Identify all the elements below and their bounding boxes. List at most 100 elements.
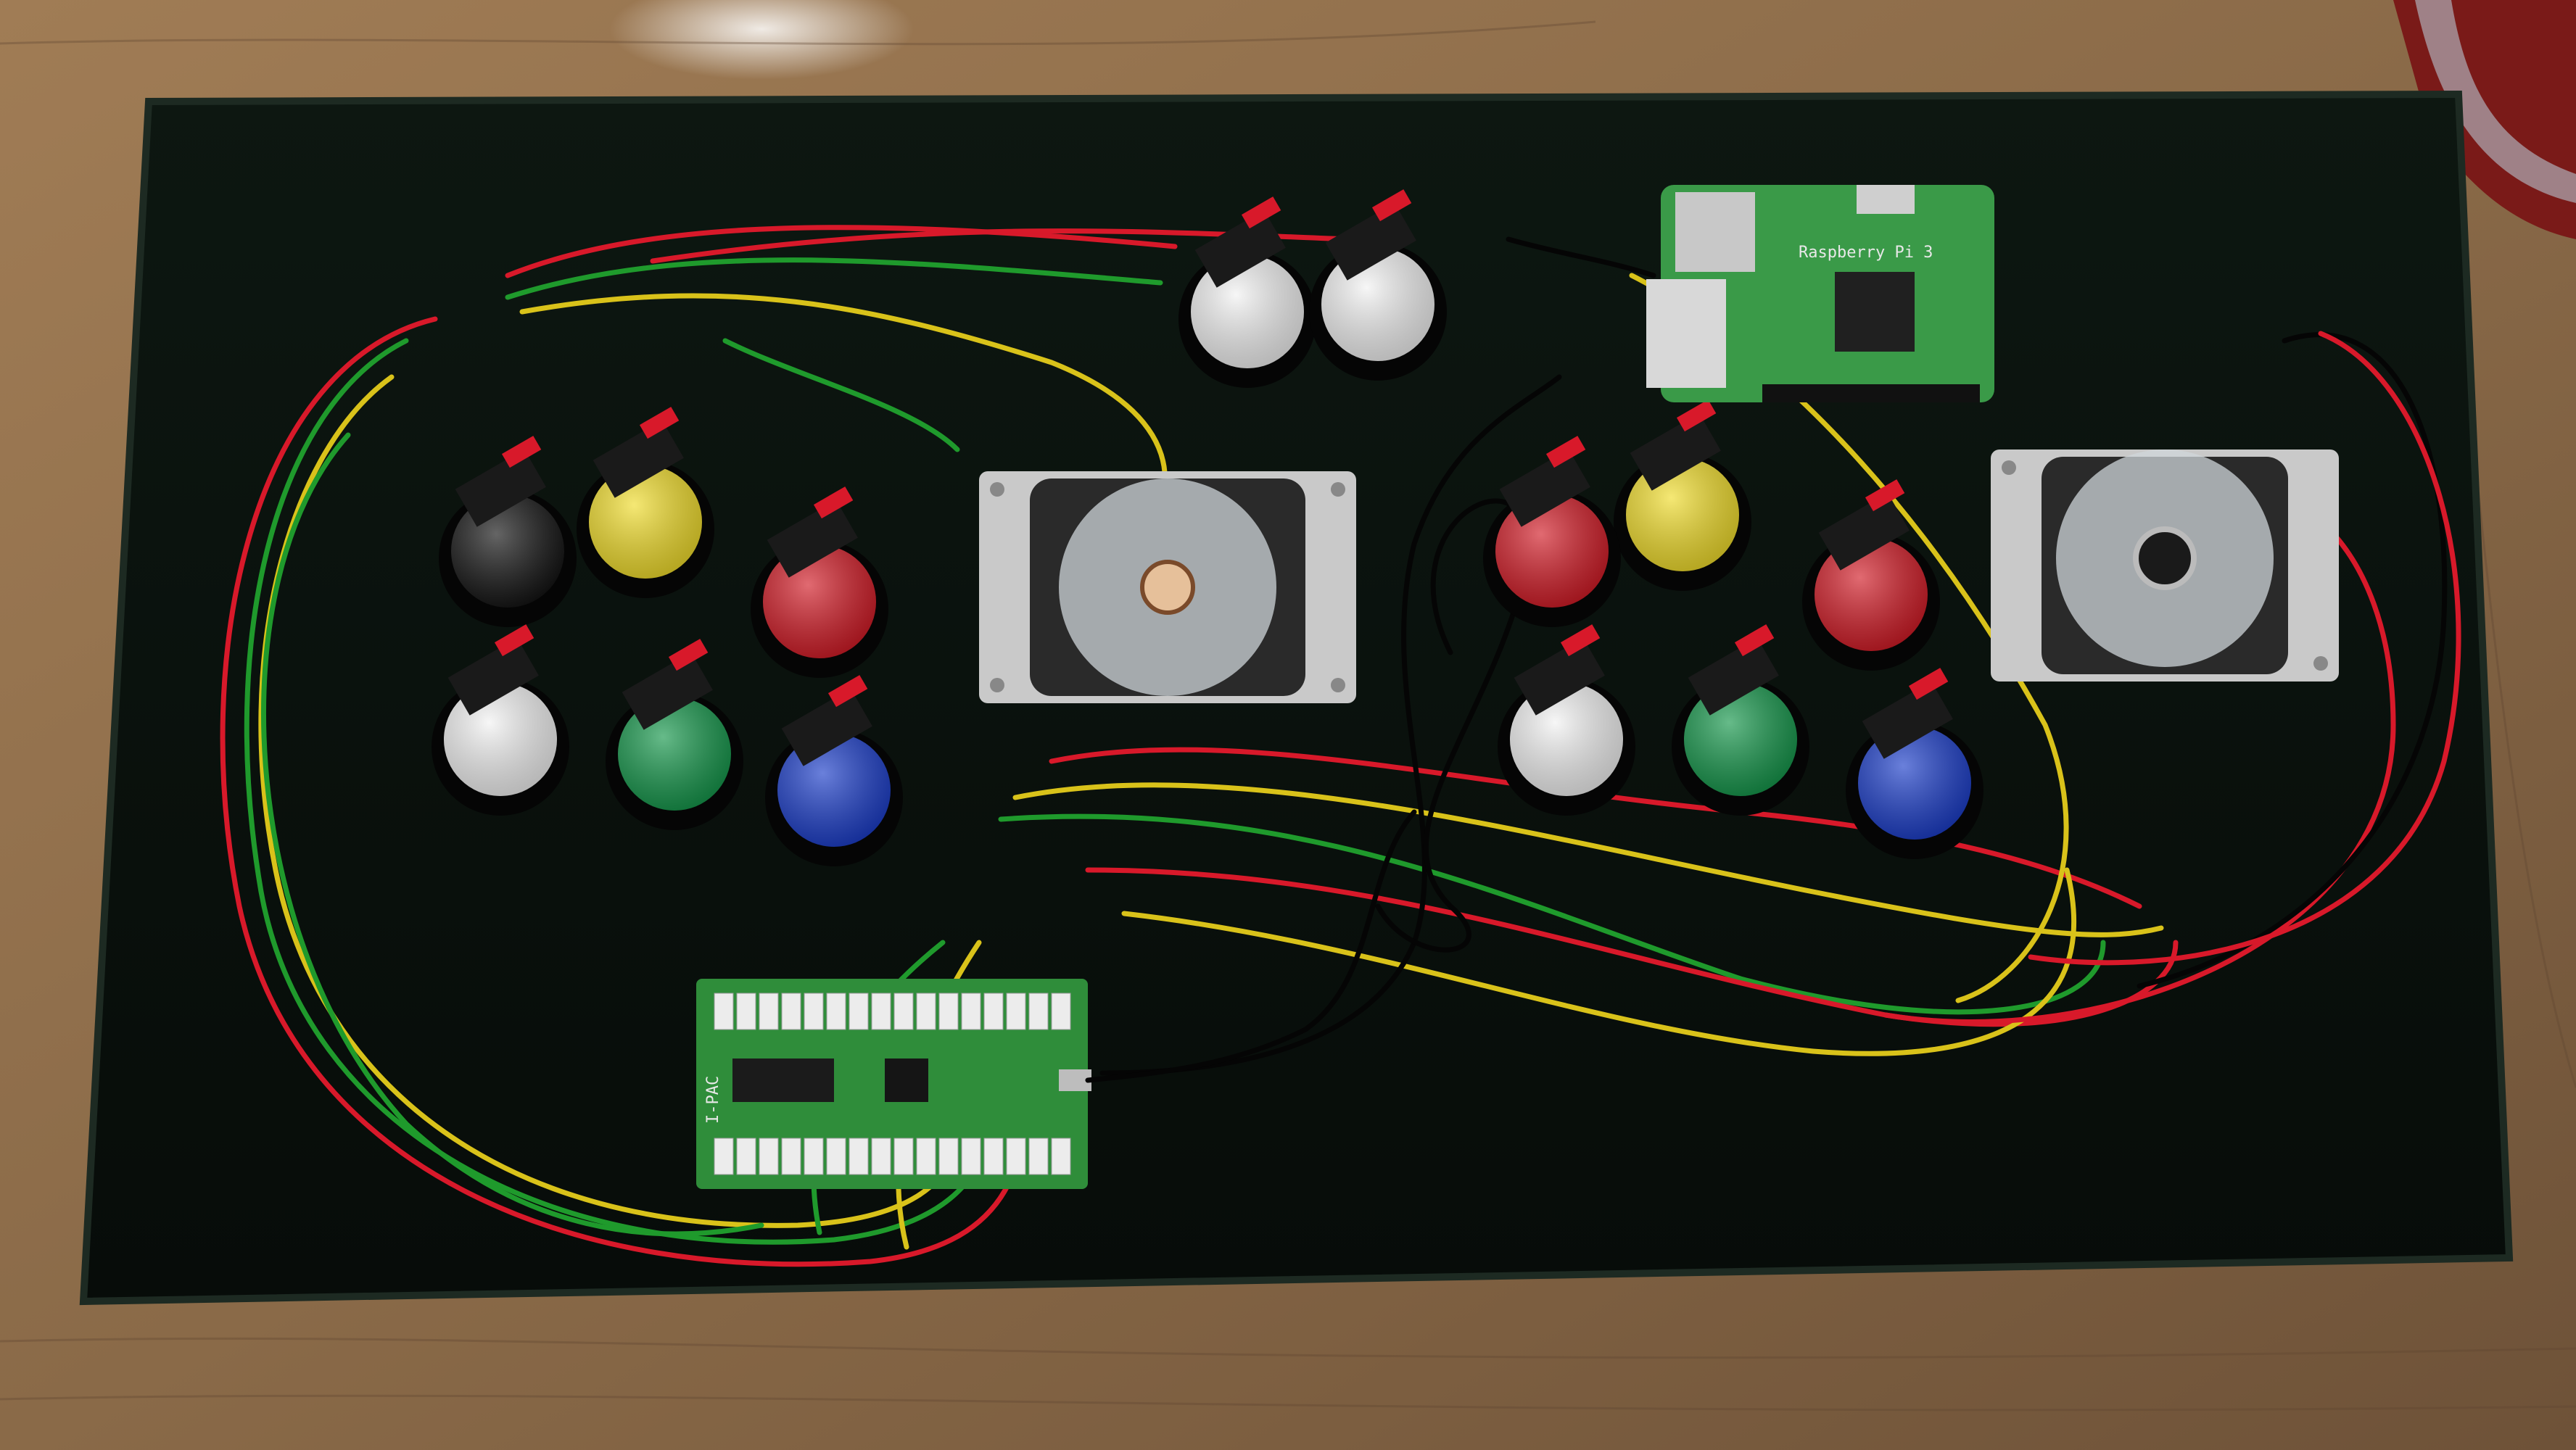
crimp-connector	[1676, 399, 1717, 432]
screw-terminal	[736, 1138, 756, 1175]
microswitch	[593, 420, 684, 498]
arcade-buttons	[432, 189, 1983, 866]
soc-chip	[1835, 272, 1915, 352]
screw-terminal	[759, 1138, 779, 1175]
screw-terminal	[938, 1138, 959, 1175]
screw-terminal	[849, 993, 869, 1030]
pi-label: Raspberry Pi 3	[1799, 244, 1933, 262]
crimp-connector	[1865, 479, 1905, 512]
microswitch	[1194, 210, 1286, 288]
arcade-button[interactable]	[606, 639, 743, 830]
arcade-button[interactable]	[439, 436, 577, 627]
microswitch	[767, 500, 858, 578]
screw-terminal	[871, 993, 891, 1030]
crimp-connector	[1734, 624, 1775, 657]
arcade-button[interactable]	[1498, 624, 1635, 816]
arcade-button[interactable]	[1846, 668, 1983, 859]
arcade-button[interactable]	[432, 624, 569, 816]
crimp-connector	[1241, 196, 1281, 229]
joystick-left[interactable]	[979, 471, 1356, 703]
joystick-shaft	[1140, 560, 1195, 615]
window-glare	[609, 0, 914, 80]
crimp-connector	[494, 624, 534, 657]
screw-terminal	[1028, 1138, 1049, 1175]
screw-icon	[2002, 460, 2016, 475]
joystick-shaft	[2133, 526, 2197, 590]
usb-cable	[1085, 809, 1417, 1083]
screw-terminal	[961, 993, 981, 1030]
screw-terminal	[804, 993, 824, 1030]
crimp-connector	[1545, 436, 1586, 468]
microswitch	[1499, 449, 1590, 527]
screw-terminal	[871, 1138, 891, 1175]
encoder-board: I-PAC	[696, 979, 1091, 1189]
screw-terminal	[893, 1138, 914, 1175]
arcade-button[interactable]	[1483, 436, 1621, 627]
arcade-button[interactable]	[1178, 196, 1316, 388]
ethernet-port	[1675, 192, 1755, 272]
screw-terminal	[849, 1138, 869, 1175]
screw-terminal	[961, 1138, 981, 1175]
crimp-connector	[1560, 624, 1601, 657]
screw-terminal	[983, 993, 1004, 1030]
encoder-chip	[885, 1058, 928, 1102]
arcade-button[interactable]	[765, 675, 903, 866]
screw-terminal	[759, 993, 779, 1030]
microswitch	[1514, 637, 1605, 716]
gpio-header	[1762, 384, 1980, 402]
arcade-button[interactable]	[577, 407, 714, 598]
terminal-block-bottom	[714, 1138, 1071, 1175]
screw-terminal	[916, 1138, 936, 1175]
screw-terminal	[916, 993, 936, 1030]
arcade-button[interactable]	[751, 486, 888, 678]
arcade-button[interactable]	[1309, 189, 1447, 381]
header-pins	[732, 1058, 834, 1102]
crimp-connector	[827, 675, 868, 708]
microswitch	[1688, 637, 1779, 716]
microswitch	[1630, 413, 1721, 491]
screw-terminal	[714, 993, 734, 1030]
raspberry-pi-board: Raspberry Pi 3	[1646, 185, 1994, 402]
screw-terminal	[1006, 1138, 1026, 1175]
screw-terminal	[938, 993, 959, 1030]
crimp-connector	[639, 407, 680, 439]
screw-terminal	[983, 1138, 1004, 1175]
usb-ports	[1646, 279, 1726, 388]
microswitch	[447, 637, 539, 716]
screw-icon	[990, 678, 1004, 692]
screw-terminal	[826, 993, 846, 1030]
screw-terminal	[804, 1138, 824, 1175]
screw-terminal	[1006, 993, 1026, 1030]
screw-terminal	[714, 1138, 734, 1175]
microswitch	[622, 652, 713, 730]
joystick-right[interactable]	[1991, 450, 2339, 682]
screw-terminal	[1051, 993, 1071, 1030]
screw-icon	[990, 482, 1004, 497]
microswitch	[455, 449, 546, 527]
hdmi-port	[1857, 185, 1915, 214]
screw-terminal	[826, 1138, 846, 1175]
crimp-connector	[501, 436, 542, 468]
screw-terminal	[1051, 1138, 1071, 1175]
arcade-button[interactable]	[1802, 479, 1940, 671]
screw-icon	[2313, 656, 2328, 671]
terminal-block-top	[714, 993, 1071, 1030]
microswitch	[1818, 492, 1910, 571]
ipac-label: I-PAC	[704, 1076, 722, 1124]
crimp-connector	[1908, 668, 1949, 700]
screw-terminal	[781, 993, 801, 1030]
screw-icon	[1331, 482, 1345, 497]
arcade-button[interactable]	[1672, 624, 1809, 816]
microswitch	[1862, 681, 1953, 759]
crimp-connector	[668, 639, 709, 671]
screw-terminal	[1028, 993, 1049, 1030]
screw-terminal	[736, 993, 756, 1030]
microswitch	[1325, 202, 1416, 281]
crimp-connector	[1371, 189, 1412, 222]
screw-terminal	[893, 993, 914, 1030]
chair	[2393, 0, 2576, 239]
arcade-button[interactable]	[1614, 399, 1751, 591]
crimp-connector	[813, 486, 854, 519]
screw-icon	[1331, 678, 1345, 692]
